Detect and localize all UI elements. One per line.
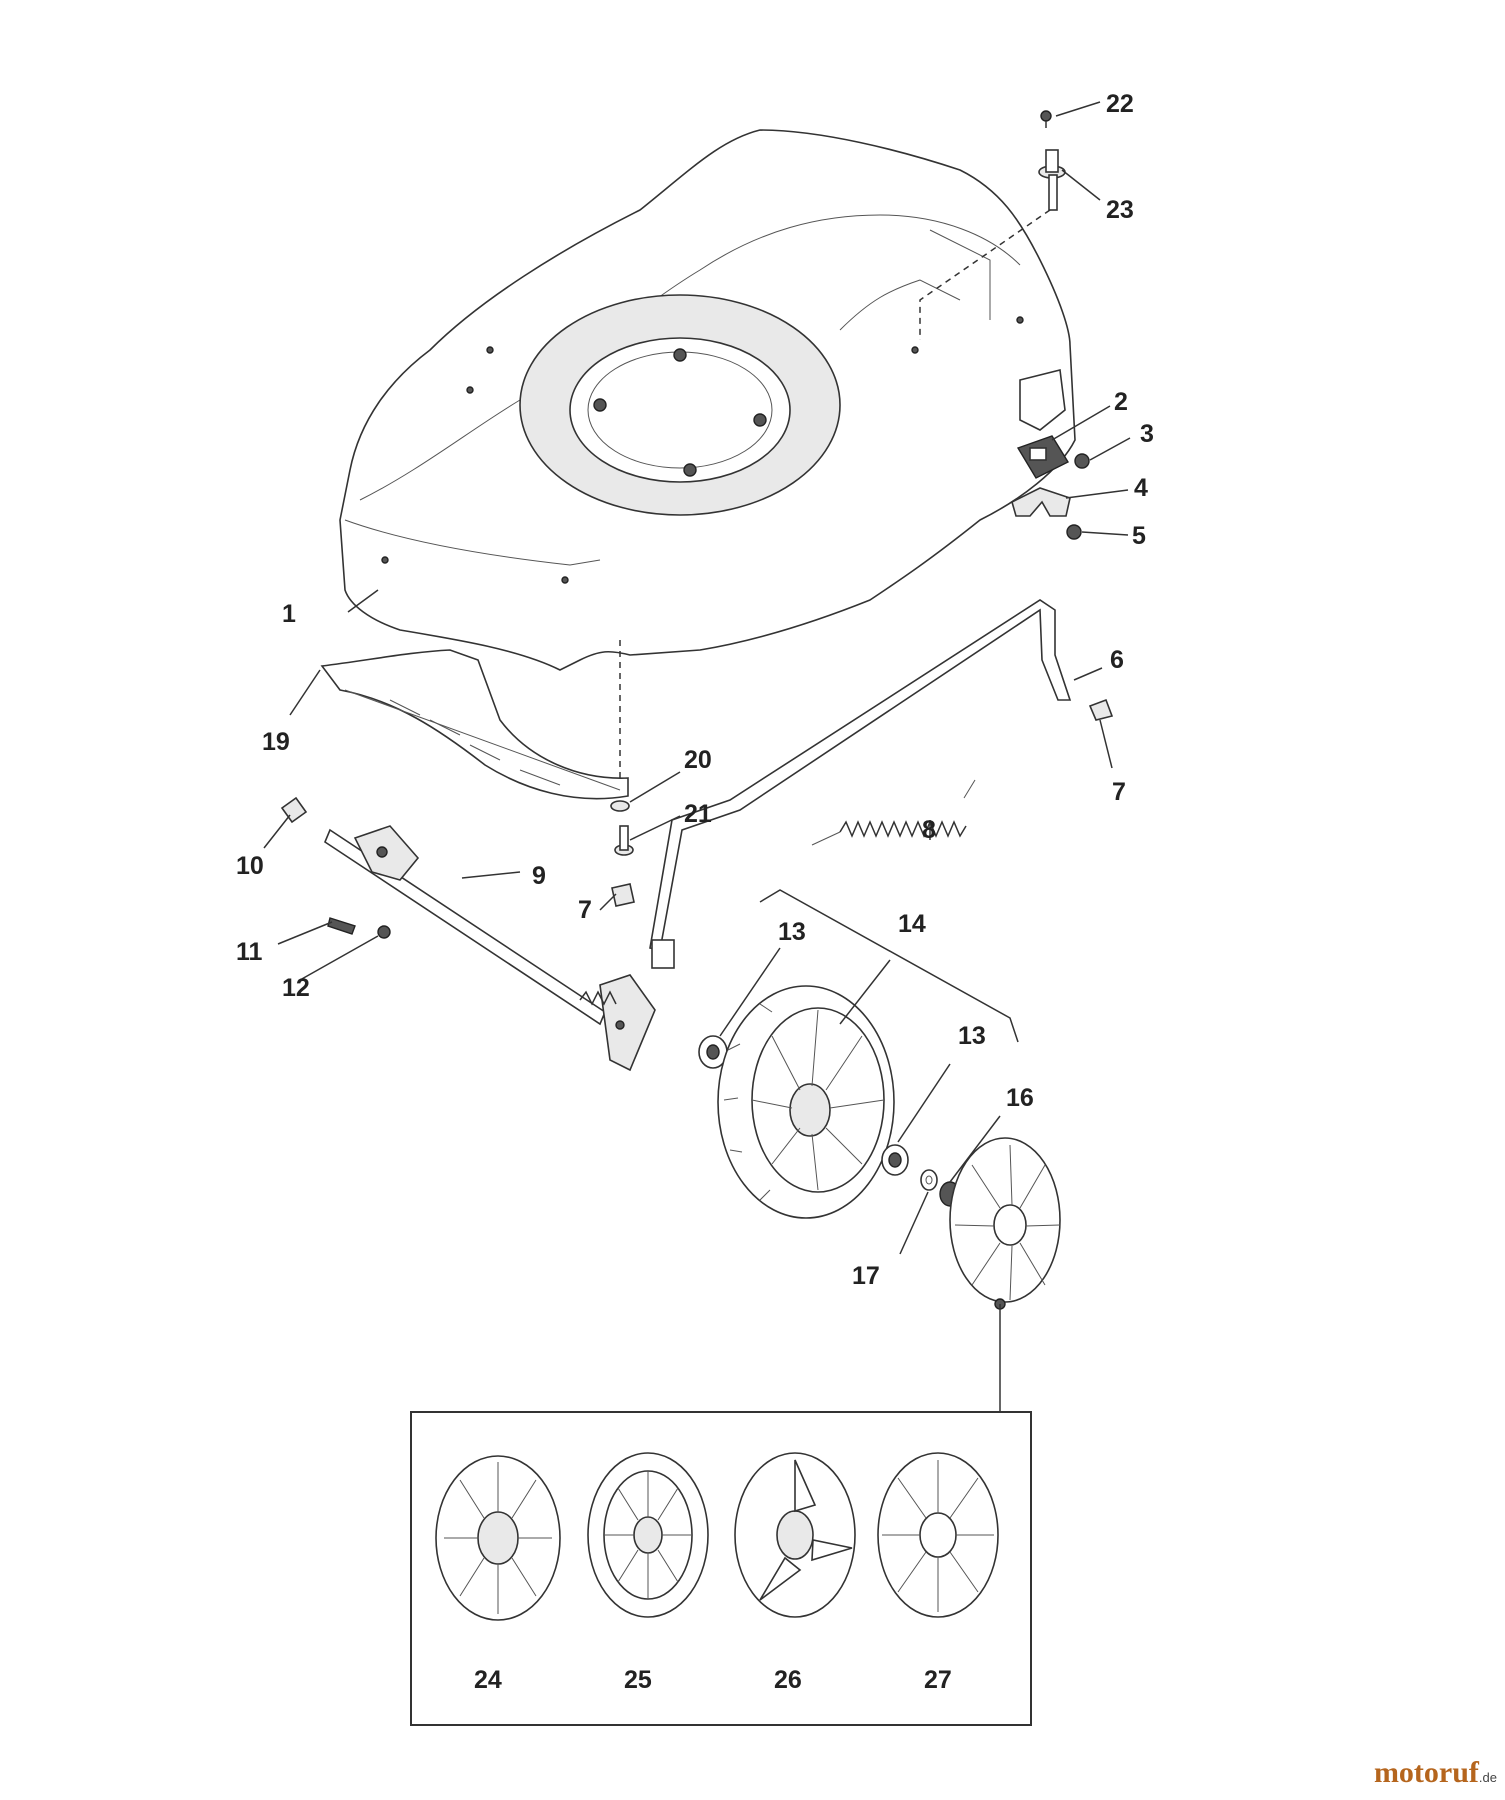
part-5-screw <box>1066 524 1082 540</box>
part-22-screw <box>1040 110 1052 128</box>
part-12-nut <box>377 925 391 939</box>
callout-21: 21 <box>684 800 712 828</box>
callout-20: 20 <box>684 746 712 774</box>
part-13-bearing-front <box>698 1035 728 1069</box>
watermark-main: motoruf <box>1373 1756 1479 1789</box>
part-20-nut <box>610 800 630 812</box>
part-24-hubcap <box>435 1455 561 1621</box>
part-7-clip-left <box>611 883 635 907</box>
part-19-front-baffle <box>320 649 629 800</box>
callout-17: 17 <box>852 1262 880 1290</box>
part-6-height-lever <box>649 599 1072 969</box>
watermark-logo: motoruf.de <box>1374 1756 1497 1790</box>
callout-23: 23 <box>1106 196 1134 224</box>
callout-8: 8 <box>922 816 936 844</box>
callout-16: 16 <box>1006 1084 1034 1112</box>
part-23-pin <box>1038 149 1066 211</box>
part-27-hubcap <box>877 1452 999 1618</box>
callout-24: 24 <box>474 1666 502 1694</box>
callout-14: 14 <box>898 910 926 938</box>
hubcap-variants-box <box>410 1411 1032 1726</box>
callout-19: 19 <box>262 728 290 756</box>
callout-10: 10 <box>236 852 264 880</box>
alignment-line-23 <box>919 209 1051 340</box>
callout-1: 1 <box>282 600 296 628</box>
part-13-bearing-rear <box>881 1144 909 1176</box>
part-26-hubcap <box>734 1452 856 1618</box>
watermark-tld: .de <box>1478 1770 1497 1785</box>
leader-lines <box>263 101 1131 1255</box>
part-8-spring <box>811 779 976 846</box>
part-14-wheel <box>717 985 895 1219</box>
part-2-bracket <box>1016 435 1069 479</box>
callout-26: 26 <box>774 1666 802 1694</box>
callout-3: 3 <box>1140 420 1154 448</box>
part-4-clip <box>1011 487 1071 517</box>
part-11-screw <box>327 917 356 935</box>
callout-25: 25 <box>624 1666 652 1694</box>
callout-2: 2 <box>1114 388 1128 416</box>
callout-12: 12 <box>282 974 310 1002</box>
callout-22: 22 <box>1106 90 1134 118</box>
callout-9: 9 <box>532 862 546 890</box>
callout-labels: 22 23 2 3 4 5 1 6 7 19 20 21 8 10 9 7 11… <box>236 90 1154 1694</box>
callout-13-rear: 13 <box>958 1022 986 1050</box>
callout-7-right: 7 <box>1112 778 1126 806</box>
part-14-group-bracket <box>759 889 1019 1043</box>
part-9-front-axle <box>324 825 656 1072</box>
part-7-clip-right <box>1088 698 1114 721</box>
part-25-hubcap <box>587 1452 709 1618</box>
callout-11: 11 <box>236 938 263 966</box>
part-21-bolt <box>614 825 634 856</box>
callout-27: 27 <box>924 1666 952 1694</box>
callout-5: 5 <box>1132 522 1146 550</box>
mower-deck <box>339 129 1076 671</box>
part-3-screw <box>1074 453 1090 469</box>
callout-6: 6 <box>1110 646 1124 674</box>
part-17-washer <box>920 1169 938 1191</box>
part-hubcap-assembled <box>949 1137 1061 1310</box>
callout-4: 4 <box>1134 474 1148 502</box>
callout-7-left: 7 <box>578 896 592 924</box>
callout-13-front: 13 <box>778 918 806 946</box>
part-10-nut <box>280 796 308 824</box>
